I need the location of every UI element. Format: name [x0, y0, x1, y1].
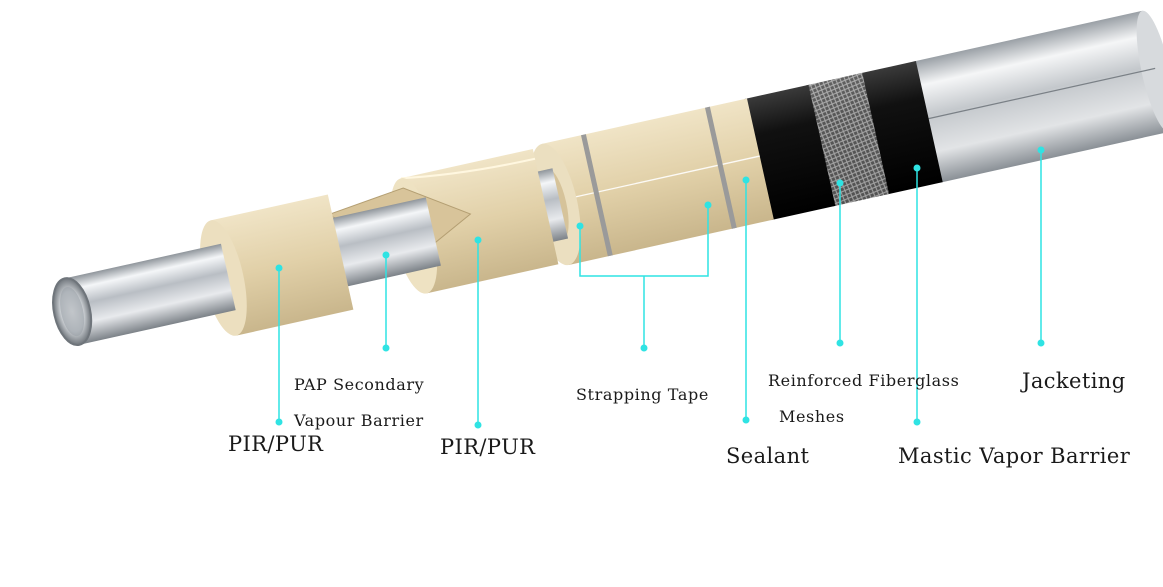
leader-dots [275, 146, 1045, 429]
jacketing-end [1136, 10, 1163, 132]
inner-insulation-shell [401, 148, 559, 294]
label-sealant: Sealant [726, 444, 810, 468]
strapping-band-2 [704, 106, 737, 229]
label-meshes: Meshes [779, 407, 845, 426]
label-reinforced-fiberglass: Reinforced Fiberglass [768, 371, 960, 390]
label-vapour-barrier: Vapour Barrier [294, 411, 424, 430]
label-pap-secondary: PAP Secondary [294, 375, 425, 394]
leader-lines [278, 150, 1042, 425]
strapping-band-1 [581, 134, 613, 257]
label-pir-pur-left: PIR/PUR [228, 432, 324, 456]
label-mastic-vapor-barrier: Mastic Vapor Barrier [898, 444, 1131, 468]
label-pir-pur-right: PIR/PUR [440, 435, 536, 459]
label-strapping-tape: Strapping Tape [576, 385, 709, 404]
label-jacketing: Jacketing [1022, 369, 1126, 393]
bare-pipe [64, 243, 236, 345]
jacketing-layer [912, 10, 1163, 183]
sealant-layer [744, 84, 836, 221]
